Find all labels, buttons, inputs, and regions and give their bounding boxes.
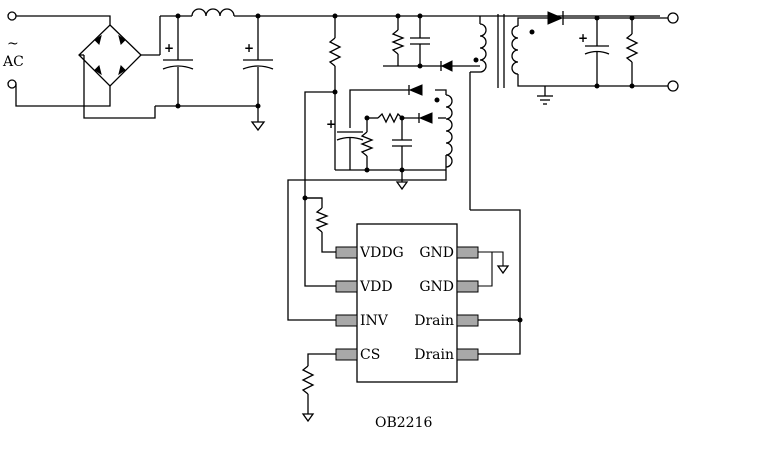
pin-drain-2: [456, 348, 479, 361]
pin-label-drain-2: Drain: [414, 347, 454, 363]
bridge-rectifier: [15, 15, 161, 119]
transformer-primary: [469, 14, 521, 320]
pin-inv: [335, 314, 358, 327]
cs-sense-resistor: [301, 353, 336, 423]
aux-series-resistor: [377, 112, 403, 124]
output-capacitor: +: [578, 18, 610, 86]
rcd-snubber: [383, 13, 480, 72]
ic-body: [356, 223, 458, 383]
svg-text:+: +: [164, 41, 174, 55]
transformer-secondary: +: [511, 11, 679, 105]
svg-text:+: +: [244, 41, 254, 55]
ac-input: ~ AC: [2, 11, 24, 89]
ac-terminal-bottom: [7, 79, 17, 89]
ac-label: AC: [2, 54, 24, 70]
input-filter: + +: [155, 8, 660, 132]
ic-right-wiring: [478, 251, 523, 355]
pin-label-vdd: VDD: [359, 279, 393, 295]
svg-text:+: +: [326, 117, 336, 131]
pin-label-inv: INV: [360, 313, 389, 329]
pin-label-cs: CS: [360, 347, 380, 363]
filter-inductor: [191, 8, 235, 17]
vdd-capacitor: +: [326, 117, 364, 141]
ground-symbol: [250, 121, 266, 132]
load-resistor: [625, 18, 639, 86]
output-diode: [547, 11, 564, 25]
aux-diode-2: [418, 112, 433, 124]
pin-gnd-2: [456, 280, 479, 293]
bulk-capacitor-2: +: [242, 16, 274, 122]
aux-diode-1: [408, 84, 423, 96]
pin-label-drain-1: Drain: [414, 313, 454, 329]
pin-drain-1: [456, 314, 479, 327]
output-ground: [537, 86, 553, 105]
aux-winding: [445, 94, 453, 168]
output-terminal-positive: [667, 12, 679, 24]
auxiliary-supply: +: [287, 84, 453, 321]
pin-vddg: [335, 246, 358, 259]
svg-text:+: +: [578, 31, 588, 45]
chip-name: OB2216: [375, 415, 432, 431]
pin-label-vddg: VDDG: [359, 245, 404, 261]
vddg-network: [302, 195, 336, 287]
snubber-diode: [440, 60, 453, 72]
pin-label-gnd-1: GND: [419, 245, 454, 261]
pin-vdd: [335, 280, 358, 293]
bulk-capacitor-1: +: [162, 16, 194, 106]
pin-gnd-1: [456, 246, 479, 259]
output-terminal-negative: [667, 80, 679, 92]
ac-terminal-top: [7, 11, 17, 21]
pin-cs: [335, 348, 358, 361]
controller-ic: VDDG VDD INV CS GND GND Drain Drain OB22…: [335, 223, 479, 431]
pin-label-gnd-2: GND: [419, 279, 454, 295]
ac-tilde: ~: [7, 36, 19, 52]
